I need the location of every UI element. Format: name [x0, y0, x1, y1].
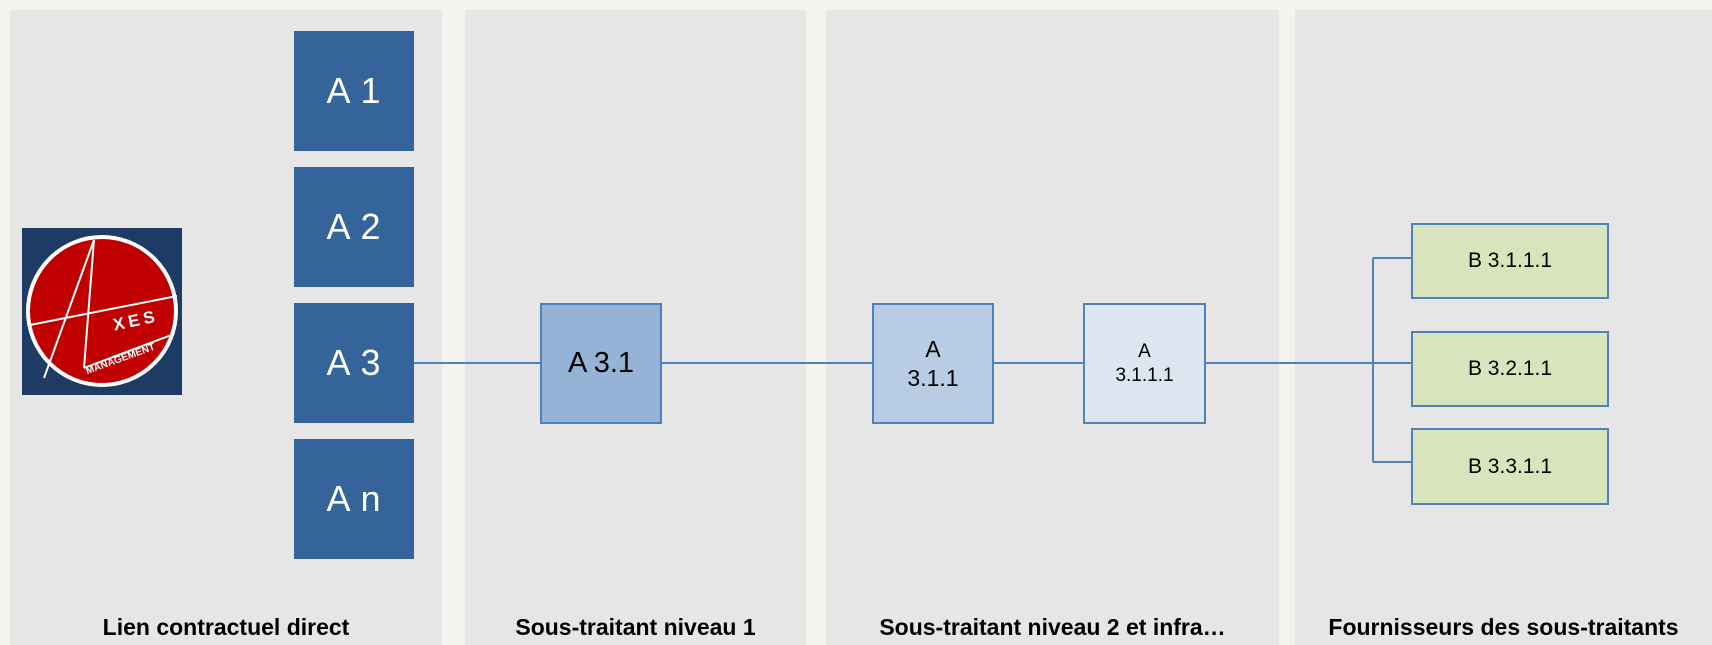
box-a2: A 2 [294, 167, 414, 287]
axes-management-logo: XES MANAGEMENT [22, 228, 182, 395]
column-label-direct-contract: Lien contractuel direct [102, 614, 350, 640]
box-a3-1-1-1: A 3.1.1.1 [1083, 303, 1206, 424]
box-an: A n [294, 439, 414, 559]
box-b3-1-1-1: B 3.1.1.1 [1411, 223, 1609, 299]
column-label-subcontractor-level-1: Sous-traitant niveau 1 [515, 614, 756, 640]
box-a1: A 1 [294, 31, 414, 151]
box-b3-3-1-1: B 3.3.1.1 [1411, 428, 1609, 505]
column-label-subcontractor-level-2: Sous-traitant niveau 2 et infra… [879, 614, 1226, 640]
box-b3-2-1-1: B 3.2.1.1 [1411, 331, 1609, 407]
column-label-suppliers: Fournisseurs des sous-traitants [1328, 614, 1679, 640]
column-suppliers: Fournisseurs des sous-traitants [1295, 10, 1712, 645]
box-a3: A 3 [294, 303, 414, 423]
column-subcontractor-level-1: Sous-traitant niveau 1 [465, 10, 806, 645]
box-a3-1: A 3.1 [540, 303, 662, 424]
box-a3-1-1: A 3.1.1 [872, 303, 994, 424]
